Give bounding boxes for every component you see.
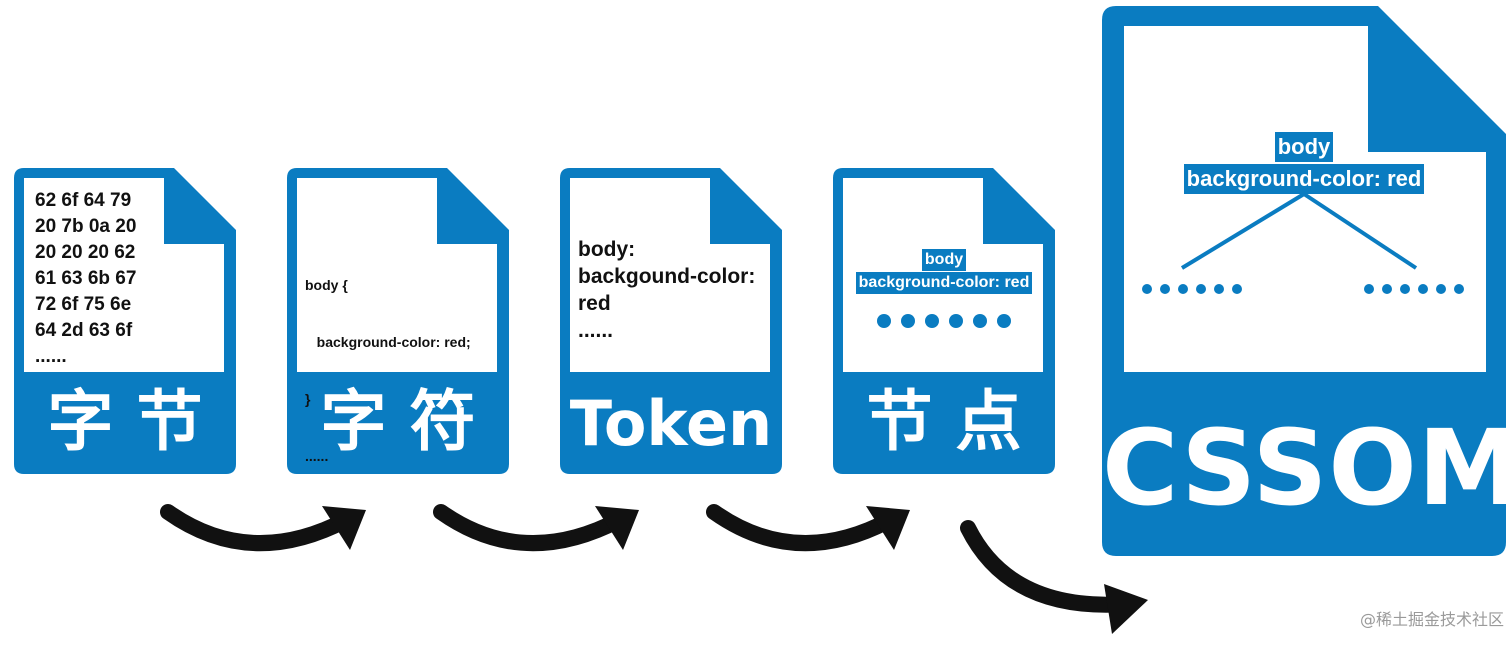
tree-branch — [1302, 192, 1418, 270]
bytes-content: 62 6f 64 79 20 7b 0a 20 20 20 20 62 61 6… — [35, 188, 136, 370]
node-document: body background-color: red 节 点 — [833, 168, 1055, 474]
dot-icon — [1232, 284, 1242, 294]
stage-label: 字 符 — [320, 383, 476, 460]
content-line: } — [305, 391, 311, 407]
watermark: @稀土掘金技术社区 — [1359, 610, 1504, 629]
content-line: body { — [305, 277, 348, 293]
node-name: body — [921, 249, 967, 271]
dot-icon — [1436, 284, 1446, 294]
dot-icon — [1196, 284, 1206, 294]
document-icon — [287, 168, 509, 474]
content-line: red — [578, 292, 611, 315]
dot-icon — [1400, 284, 1410, 294]
left-dots — [1142, 284, 1242, 294]
content-line: 20 7b 0a 20 — [35, 216, 137, 237]
document-icon — [14, 168, 236, 474]
dot-icon — [1418, 284, 1428, 294]
chars-document: body { background-color: red; } ...... 字… — [287, 168, 509, 474]
dot-icon — [1178, 284, 1188, 294]
cssom-document: body background-color: red CSSOM — [1102, 6, 1512, 556]
chars-content: body { background-color: red; } ...... — [305, 238, 471, 504]
root-node-rule: background-color: red — [1183, 164, 1425, 194]
dot-icon — [949, 314, 963, 328]
dot-icon — [901, 314, 915, 328]
dot-icon — [1142, 284, 1152, 294]
document-icon — [560, 168, 782, 474]
tree-branch — [1180, 192, 1306, 270]
node-dots — [877, 314, 1011, 328]
dot-icon — [1364, 284, 1374, 294]
curved-arrow-icon — [960, 520, 1148, 634]
content-line: 62 6f 64 79 — [35, 190, 132, 211]
dot-icon — [1382, 284, 1392, 294]
content-line: ...... — [305, 448, 329, 464]
token-content: body: backgound-color: red ...... — [578, 236, 755, 344]
content-line: 72 6f 75 6e — [35, 294, 132, 315]
dot-icon — [1214, 284, 1224, 294]
node-rule: background-color: red — [855, 272, 1033, 294]
bytes-document: 62 6f 64 79 20 7b 0a 20 20 20 20 62 61 6… — [14, 168, 236, 474]
dot-icon — [997, 314, 1011, 328]
content-line: backgound-color: — [578, 265, 756, 288]
right-dots — [1364, 284, 1464, 294]
dot-icon — [877, 314, 891, 328]
dot-icon — [973, 314, 987, 328]
stage-label: CSSOM — [1102, 407, 1512, 529]
content-line: 61 63 6b 67 — [35, 268, 137, 289]
node-box: body background-color: red — [833, 248, 1055, 294]
curved-arrow-icon — [706, 504, 910, 552]
content-line: body: — [578, 238, 636, 261]
root-node-name: body — [1274, 132, 1334, 162]
content-line: background-color: red; — [305, 334, 471, 350]
dot-icon — [925, 314, 939, 328]
token-document: body: backgound-color: red ...... Token — [560, 168, 782, 474]
content-line: ...... — [578, 319, 614, 342]
content-line: ...... — [35, 346, 67, 367]
dot-icon — [1160, 284, 1170, 294]
content-line: 64 2d 63 6f — [35, 320, 133, 341]
curved-arrow-icon — [160, 504, 366, 552]
stage-label: 节 点 — [866, 383, 1022, 460]
dot-icon — [1454, 284, 1464, 294]
stage-label: 字 节 — [47, 383, 203, 460]
content-line: 20 20 20 62 — [35, 242, 136, 263]
root-node-box: body background-color: red — [1102, 132, 1506, 196]
curved-arrow-icon — [433, 504, 639, 552]
stage-label: Token — [569, 387, 773, 460]
